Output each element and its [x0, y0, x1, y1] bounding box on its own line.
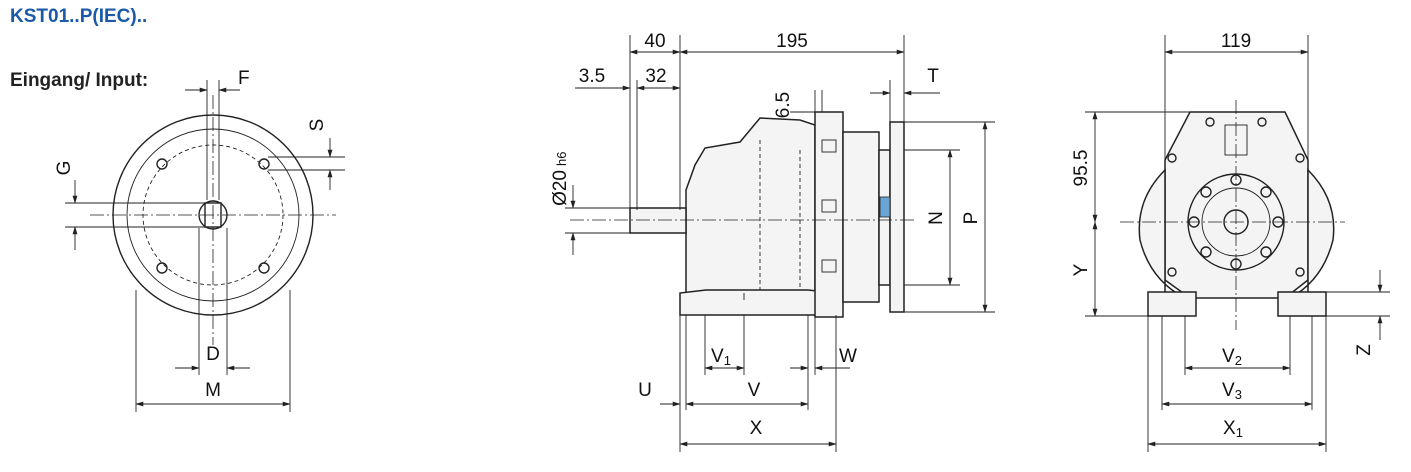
label-p: P — [961, 212, 982, 225]
input-label: Eingang/ Input: — [10, 70, 149, 91]
front-foot-right — [1277, 291, 1327, 317]
label-n: N — [926, 211, 947, 225]
label-y: Y — [1071, 263, 1092, 276]
label-195: 195 — [776, 31, 808, 52]
label-v1: V1 — [711, 346, 731, 368]
label-f: F — [238, 68, 250, 89]
bolt-hole-br — [258, 262, 270, 274]
label-32: 32 — [645, 66, 666, 87]
side-view: 40 195 3.5 32 T 6.5 Ø20 h6 N P V1 W U V … — [550, 31, 995, 452]
label-95-5: 95.5 — [1071, 150, 1092, 187]
input-shaft — [629, 207, 687, 234]
adapter-body — [842, 131, 880, 303]
label-40: 40 — [644, 31, 665, 52]
flange-ring — [814, 111, 844, 318]
bolt-hole-bl — [156, 262, 168, 274]
label-m: M — [205, 380, 221, 401]
label-t: T — [927, 66, 939, 87]
label-w: W — [839, 346, 857, 367]
label-shaft-dia: Ø20 — [550, 170, 571, 206]
front-view: 119 95.5 Y Z V2 V3 X1 — [1071, 31, 1390, 452]
housing-foot — [679, 289, 837, 316]
label-v: V — [748, 380, 761, 401]
label-g: G — [54, 161, 75, 176]
label-3-5: 3.5 — [579, 66, 605, 87]
iec-flange — [889, 121, 905, 313]
gear-housing — [685, 117, 816, 301]
label-119: 119 — [1221, 31, 1251, 52]
front-foot-left — [1147, 291, 1197, 317]
label-x: X — [750, 418, 763, 439]
label-s: S — [307, 119, 328, 132]
label-d: D — [206, 344, 220, 365]
label-shaft-tol: h6 — [554, 152, 569, 166]
label-v3: V3 — [1222, 380, 1242, 402]
bolt-hole-tl — [156, 158, 168, 170]
adapter-neck — [878, 149, 891, 286]
label-u: U — [638, 380, 652, 401]
label-z: Z — [1354, 344, 1375, 356]
page-title: KST01..P(IEC).. — [10, 6, 148, 27]
label-v2: V2 — [1222, 346, 1242, 368]
flange-view: F S G D M — [54, 68, 345, 412]
label-6-5: 6.5 — [773, 92, 794, 118]
bolt-hole-tr — [258, 158, 270, 170]
label-x1: X1 — [1223, 418, 1243, 440]
coupling-key — [879, 196, 891, 218]
